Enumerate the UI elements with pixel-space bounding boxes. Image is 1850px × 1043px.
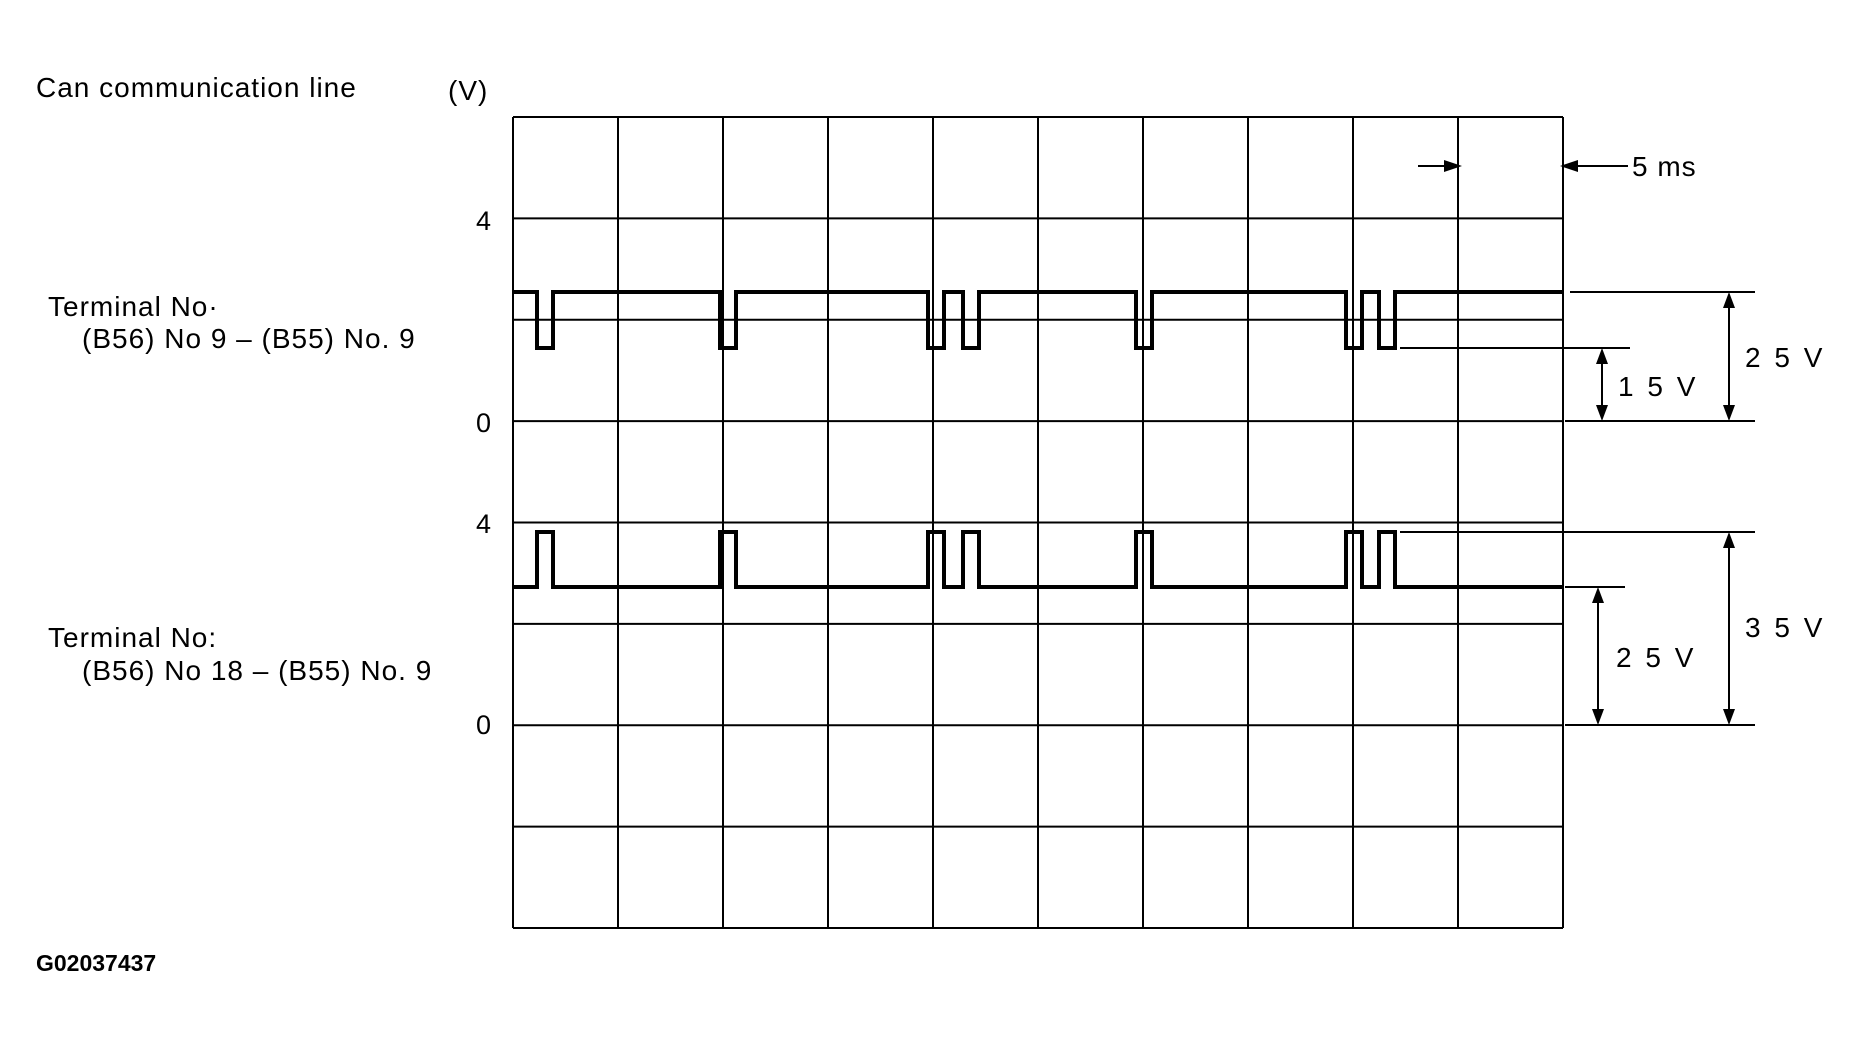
channel-1-label-line1: Terminal No· bbox=[48, 291, 219, 322]
channel-2-waveform bbox=[513, 530, 1563, 589]
ch1-idle-dim-arrow-up bbox=[1723, 292, 1735, 308]
channel-2-label-line1: Terminal No: bbox=[48, 622, 217, 653]
ch2-pulse-dim-arrow-down bbox=[1723, 709, 1735, 725]
channel-2-label-line2: (B56) No 18 – (B55) No. 9 bbox=[82, 655, 432, 686]
time-scale-indicator bbox=[1418, 160, 1628, 172]
ch2-pulse-dim-label: 3 5 V bbox=[1745, 612, 1825, 643]
ch2-pulse-dim-arrow-up bbox=[1723, 532, 1735, 548]
time-scale-right-arrow bbox=[1560, 160, 1578, 172]
channel-2-tick-low: 0 bbox=[476, 710, 491, 740]
channel-2-tick-high: 4 bbox=[476, 509, 491, 539]
channel-2-dimensions bbox=[1400, 531, 1755, 726]
time-scale-left-arrow bbox=[1444, 160, 1462, 172]
ch2-idle-dim-arrow-down bbox=[1592, 709, 1604, 725]
unit-label: (V) bbox=[448, 75, 488, 106]
ch1-pulse-dim-arrow-down bbox=[1596, 405, 1608, 421]
ch1-pulse-dim-arrow-up bbox=[1596, 348, 1608, 364]
channel-1-label-line2: (B56) No 9 – (B55) No. 9 bbox=[82, 323, 416, 354]
ch2-idle-dim-label: 2 5 V bbox=[1616, 642, 1696, 673]
oscilloscope-grid bbox=[512, 116, 1564, 929]
ch1-idle-dim-arrow-down bbox=[1723, 405, 1735, 421]
channel-1-dimensions bbox=[1400, 291, 1755, 422]
channel-1-tick-low: 0 bbox=[476, 408, 491, 438]
ch1-idle-dim-label: 2 5 V bbox=[1745, 342, 1825, 373]
diagram-title: Can communication line bbox=[36, 72, 357, 103]
ch2-idle-dim-arrow-up bbox=[1592, 587, 1604, 603]
time-scale-label: 5 ms bbox=[1632, 151, 1697, 182]
ch1-pulse-dim-label: 1 5 V bbox=[1618, 371, 1698, 402]
figure-id: G02037437 bbox=[36, 950, 156, 976]
channel-1-tick-high: 4 bbox=[476, 206, 491, 236]
channel-1-waveform bbox=[513, 290, 1563, 350]
